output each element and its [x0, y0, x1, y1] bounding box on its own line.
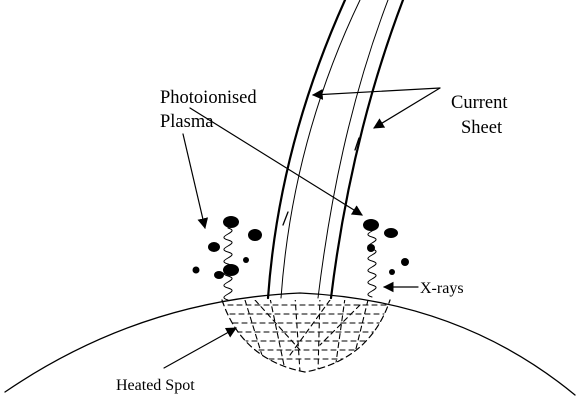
- label-photoionised: Photoionised: [160, 88, 257, 108]
- flux-tube: [268, 0, 403, 298]
- label-plasma: Plasma: [160, 112, 213, 132]
- current-direction-marks: [283, 138, 359, 225]
- heated-spot-arrow: [164, 328, 236, 368]
- label-xrays: X-rays: [420, 280, 464, 297]
- surface-curve: [5, 293, 575, 395]
- heated-spot-region: [222, 296, 390, 372]
- plasma-blobs-right: [363, 219, 409, 275]
- current-sheet-arrows: [313, 88, 440, 128]
- plasma-blobs-left: [193, 216, 263, 279]
- label-heated-spot: Heated Spot: [116, 377, 195, 394]
- label-current: Current: [451, 93, 508, 113]
- label-sheet: Sheet: [461, 118, 503, 138]
